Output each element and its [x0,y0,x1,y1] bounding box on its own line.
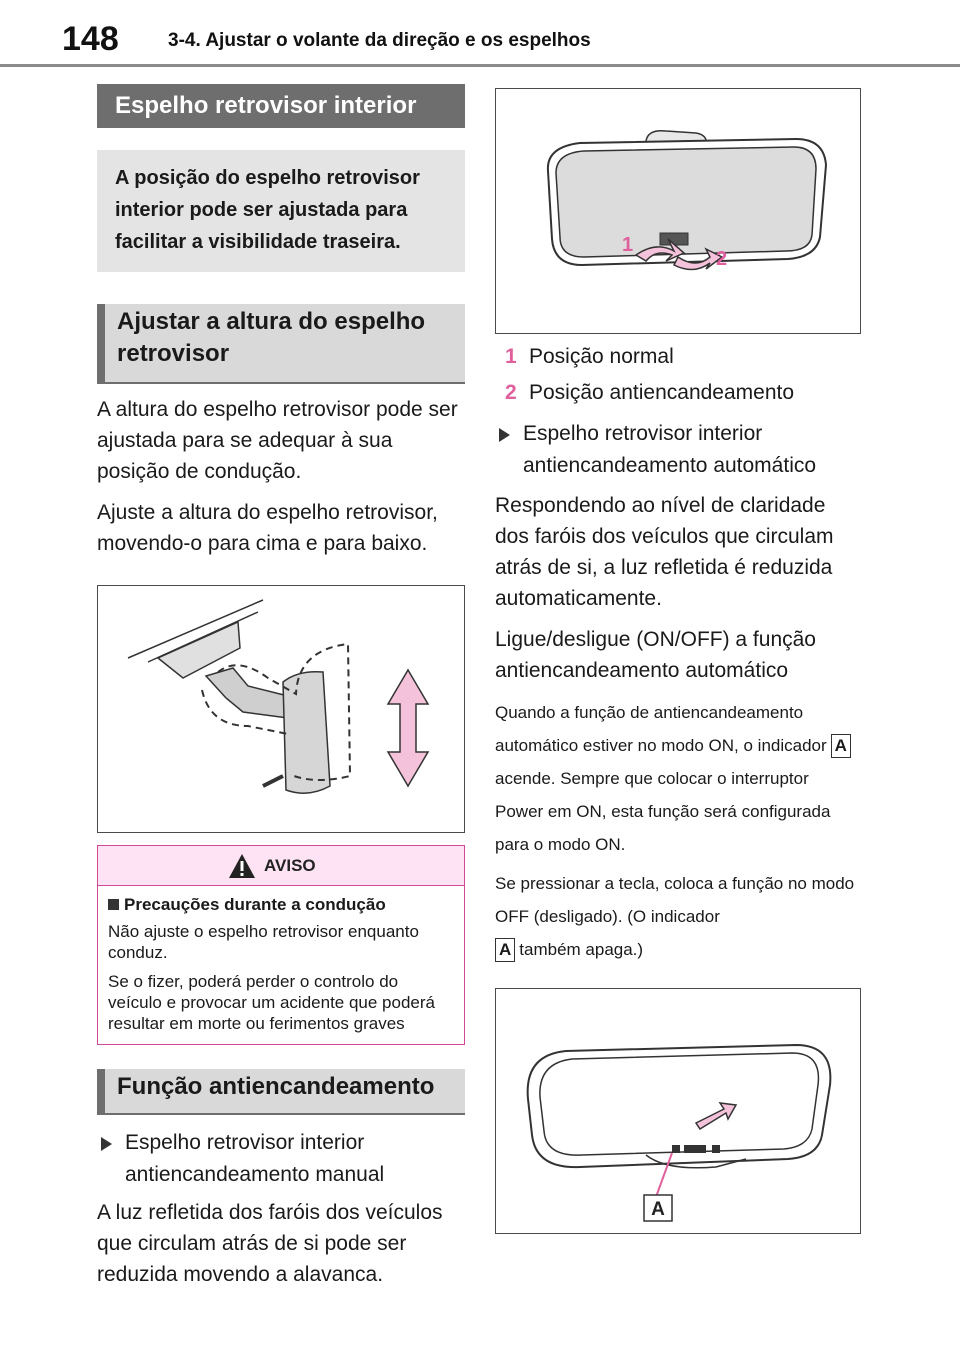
warning-body: Precauções durante a condução Não ajuste… [98,886,464,1044]
figure-label-1: 1 [622,234,633,256]
mirror-height-figure [97,585,465,833]
auto-mirror-illustration: A [526,1043,832,1222]
warning-header: AVISO [98,846,464,886]
mirror-lever-illustration: 1 2 [546,129,828,271]
warning-paragraph-2: Se o fizer, poderá perder o controlo do … [108,972,435,1033]
mirror-lever-figure: 1 2 [495,88,861,334]
page-header: 148 3-4. Ajustar o volante da direção e … [0,0,960,68]
item-number: 2 [505,381,517,404]
auto-mirror-figure: A [495,988,861,1234]
manual-antiglare-bullet: Espelho retrovisor interior antiencandea… [97,1127,465,1191]
height-heading: Ajustar a altura do espelho retrovisor [97,304,465,384]
indicator-a-label: A [495,938,516,962]
manual-antiglare-text: A luz refletida dos faróis dos veículos … [97,1201,443,1286]
switch-note: Se pressionar a tecla, coloca a função n… [495,867,861,966]
height-paragraph-2: Ajuste a altura do espelho retrovisor, m… [97,501,438,555]
auto-onoff-paragraph: Ligue/desligue (ON/OFF) a função antienc… [495,628,816,682]
auto-antiglare-bullet: Espelho retrovisor interior antiencandea… [495,418,861,482]
warning-subheading: Precauções durante a condução [108,894,454,915]
mirror-height-illustration [127,599,430,794]
position-list: 1 Posição normal 2 Posição antiencandeamen… [495,340,861,410]
height-paragraph-1: A altura do espelho retrovisor pode ser … [97,398,458,483]
left-column: Espelho retrovisor interior A posição do… [97,84,465,1290]
indicator-a-label: A [830,734,851,758]
auto-antiglare-paragraph: Respondendo ao nível de claridade dos fa… [495,494,834,610]
intro-box: A posição do espelho retrovisor interior… [97,150,465,272]
square-bullet-icon [108,899,119,910]
chapter-title: 3-4. Ajustar o volante da direção e os e… [168,30,591,51]
warning-triangle-icon [229,854,255,878]
warning-title: AVISO [264,856,316,875]
list-item: 2 Posição antiencandeamento [495,376,861,410]
indicator-note: Quando a função de antiencandeamento aut… [495,696,861,861]
indicator-note-part-1: Quando a função de antiencandeamento aut… [495,703,827,755]
switch-note-part-1: Se pressionar a tecla, coloca a função n… [495,874,855,926]
figure-label-a: A [651,1199,665,1220]
header-divider [0,64,960,67]
warning-paragraph-1: Não ajuste o espelho retrovisor enquanto… [108,922,419,962]
indicator-note-part-2: acende. Sempre que colocar o interruptor… [495,769,831,854]
item-text: Posição antiencandeamento [529,381,795,404]
item-text: Posição normal [529,345,674,368]
switch-note-part-2: também apaga.) [519,940,644,959]
page-number: 148 [62,20,119,58]
figure-label-2: 2 [716,248,727,270]
section-title: Espelho retrovisor interior [97,84,465,128]
antiglare-heading: Função antiencandeamento [97,1069,465,1115]
warning-subheading-text: Precauções durante a condução [124,895,386,914]
item-number: 1 [505,345,517,368]
warning-box: AVISO Precauções durante a condução Não … [97,845,465,1045]
list-item: 1 Posição normal [495,340,861,374]
